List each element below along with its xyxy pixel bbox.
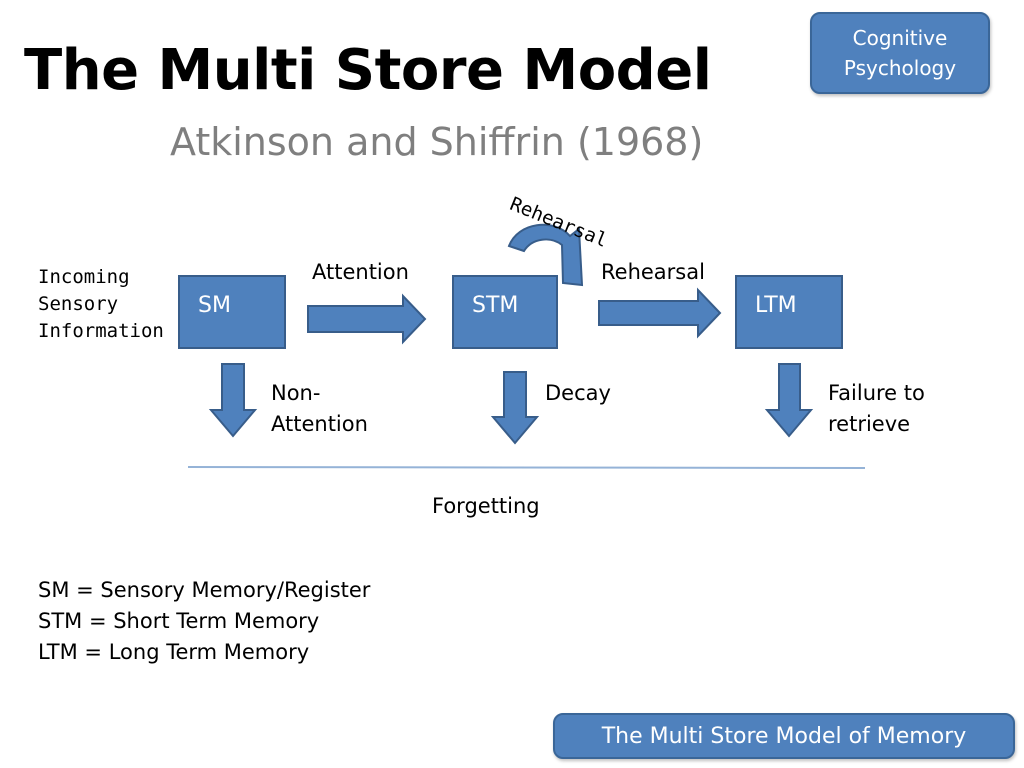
rehearsal-forward-arrow: [598, 287, 722, 339]
short-term-memory-label: STM: [472, 293, 519, 318]
topic-tag-label: Cognitive Psychology: [843, 26, 957, 80]
rehearsal-loop-arrow: [507, 223, 584, 287]
non-attention-arrow: [208, 363, 258, 438]
decay-label: Decay: [545, 381, 611, 405]
topic-tag: Cognitive Psychology: [810, 12, 990, 94]
attention-label: Attention: [312, 260, 409, 284]
long-term-memory-label: LTM: [755, 293, 797, 318]
long-term-memory-box: LTM: [735, 275, 843, 349]
failure-arrow: [764, 363, 814, 438]
legend-item: SM = Sensory Memory/Register: [38, 578, 371, 602]
footer-tag: The Multi Store Model of Memory: [553, 713, 1015, 759]
non-attention-label: Non- Attention: [271, 381, 368, 436]
attention-arrow: [307, 293, 427, 345]
short-term-memory-box: STM: [452, 275, 558, 349]
legend-item: STM = Short Term Memory: [38, 609, 320, 633]
decay-arrow: [490, 371, 540, 445]
forgetting-divider: [187, 466, 866, 469]
page-subtitle: Atkinson and Shiffrin (1968): [170, 120, 704, 164]
sensory-memory-box: SM: [178, 275, 286, 349]
footer-tag-label: The Multi Store Model of Memory: [601, 723, 967, 749]
forgetting-label: Forgetting: [432, 494, 540, 518]
page-title: The Multi Store Model: [24, 38, 712, 103]
input-label: Incoming Sensory Information: [38, 266, 164, 342]
sensory-memory-label: SM: [198, 293, 231, 318]
legend-item: LTM = Long Term Memory: [38, 640, 310, 664]
failure-label: Failure to retrieve: [828, 381, 925, 436]
rehearsal-forward-label: Rehearsal: [601, 260, 705, 284]
abbreviation-legend: SM = Sensory Memory/Register STM = Short…: [38, 575, 370, 668]
